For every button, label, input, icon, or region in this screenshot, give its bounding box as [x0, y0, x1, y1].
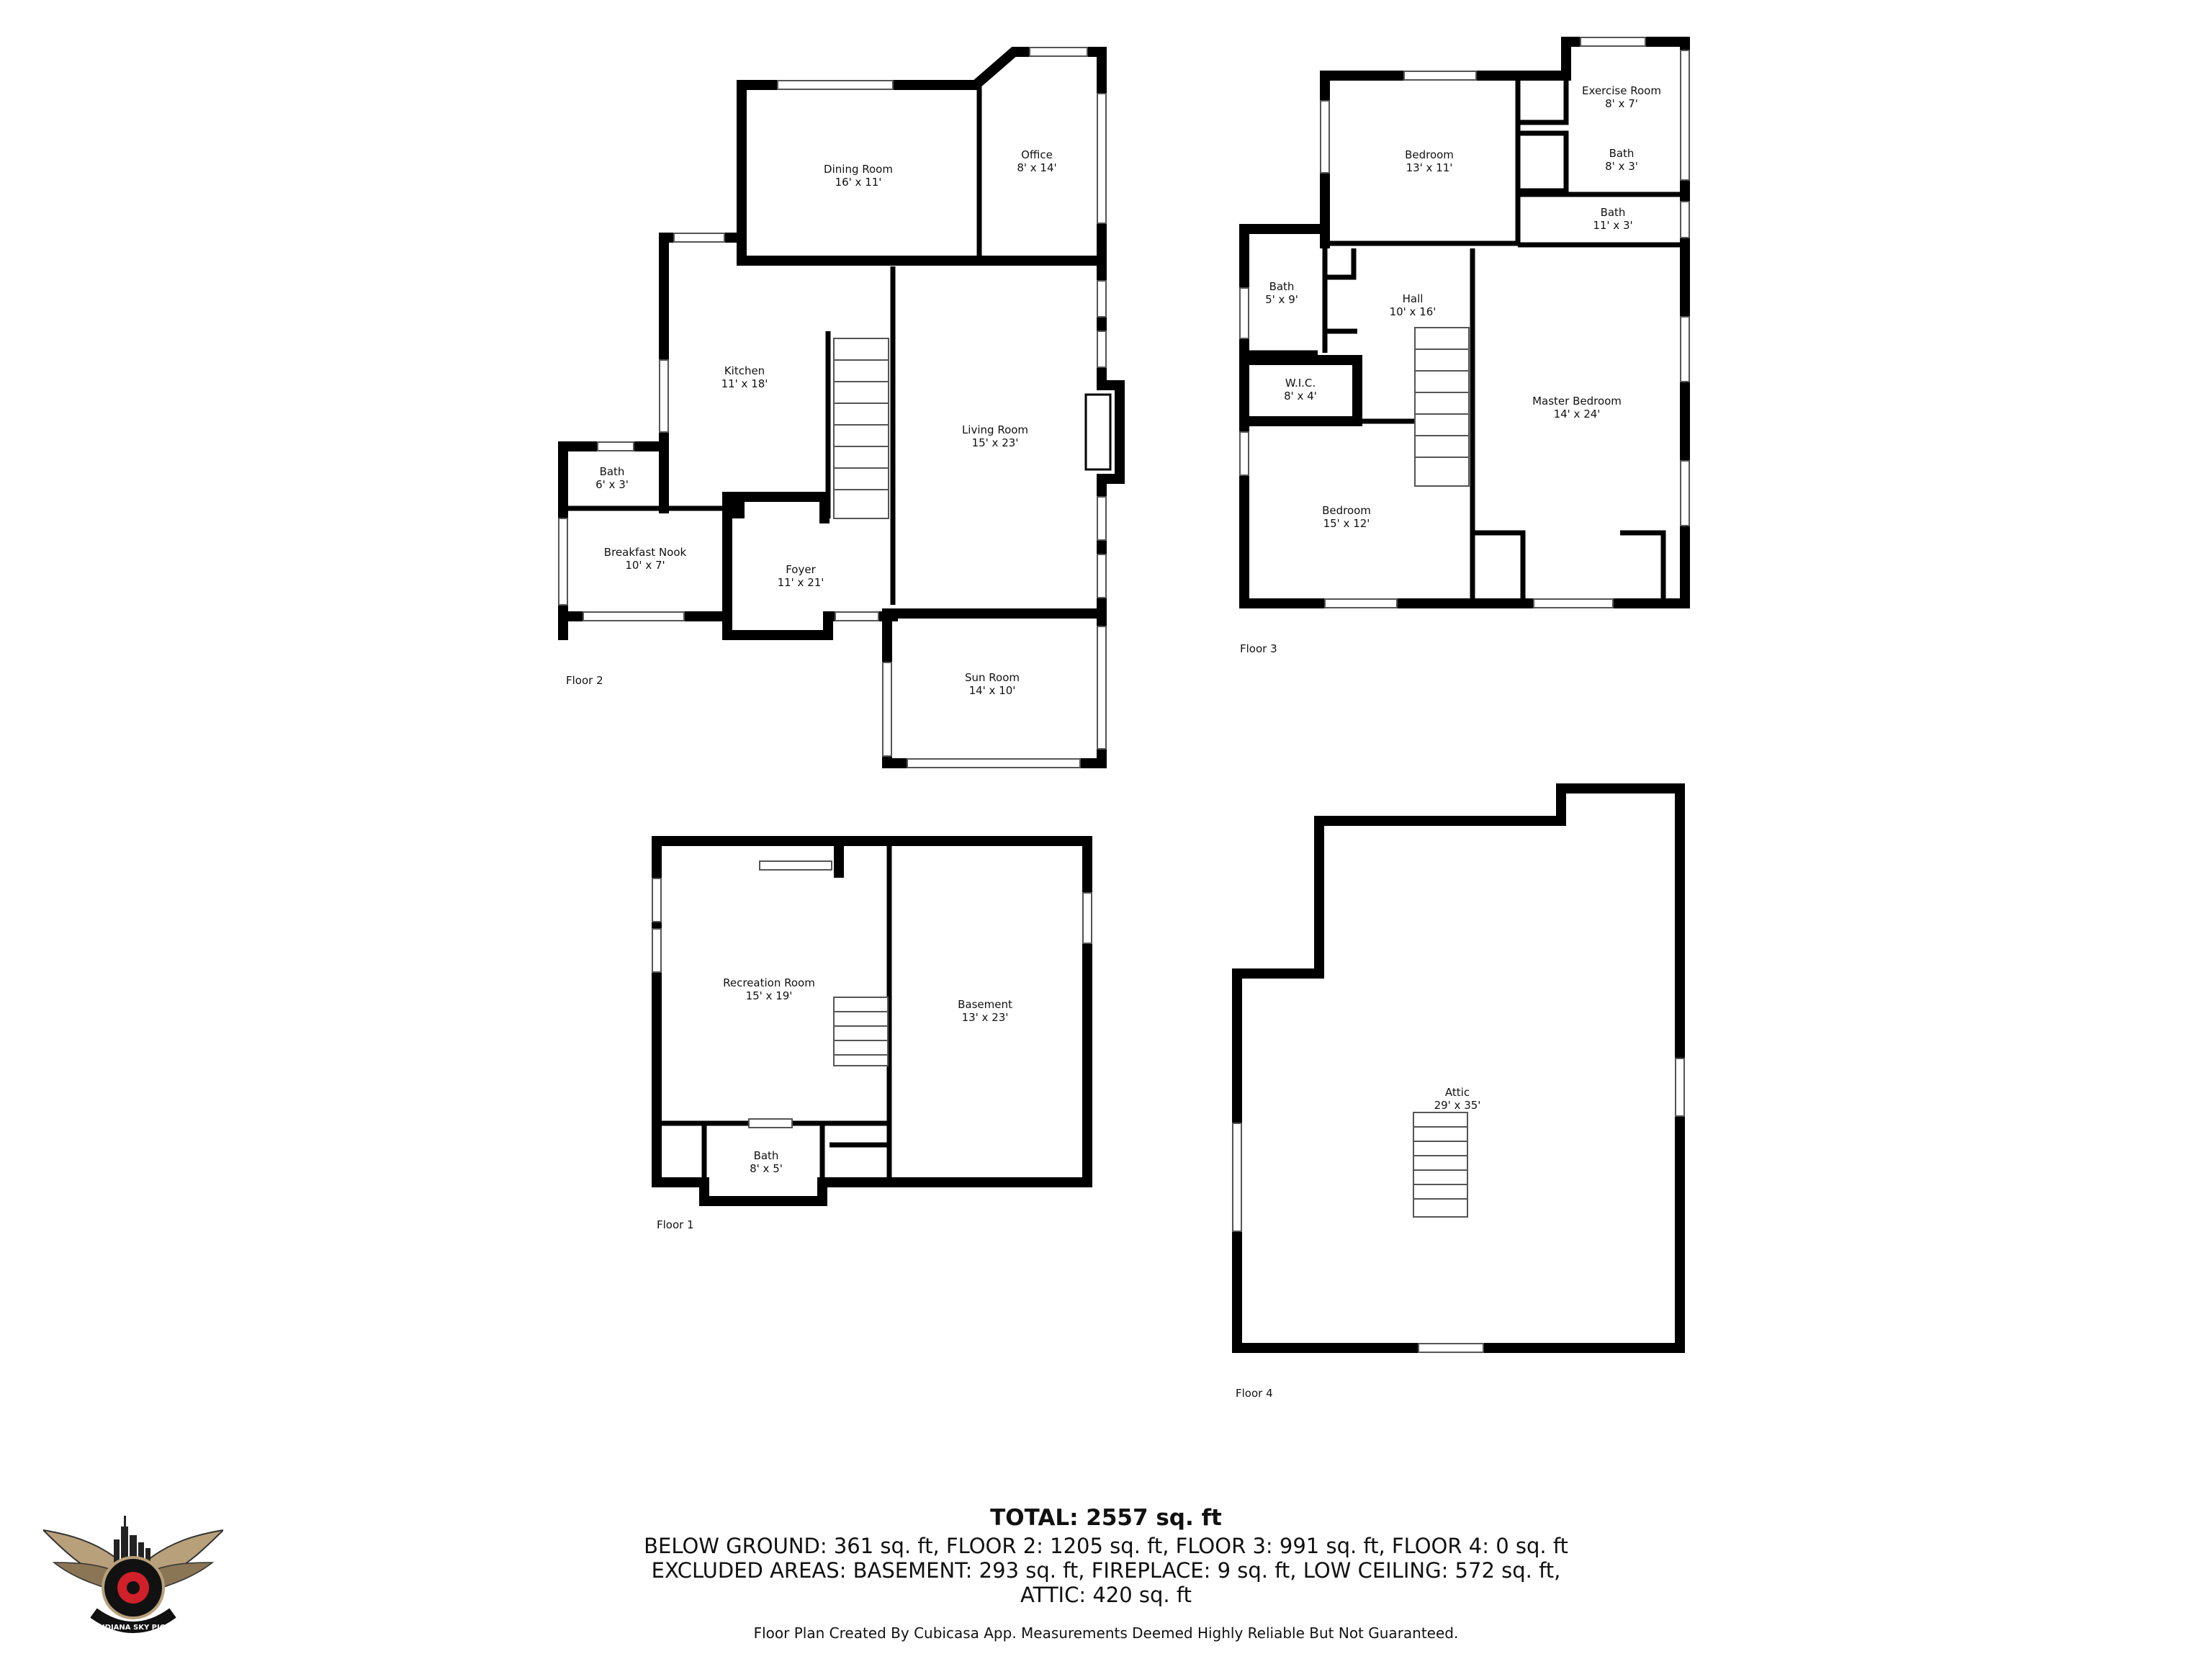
- room-label-foyer: Foyer: [786, 563, 816, 576]
- room-dim-office: 8' x 14': [1017, 161, 1056, 174]
- room-dim-basement: 13' x 23': [962, 1011, 1009, 1024]
- room-label-wic: W.I.C.: [1285, 377, 1316, 390]
- room-label-sun-room: Sun Room: [965, 671, 1020, 684]
- room-label-bath-floor-1: Bath: [754, 1149, 779, 1162]
- room-label-recreation-room: Recreation Room: [723, 976, 815, 989]
- room-dim-bedroom-north: 13' x 11': [1406, 161, 1453, 174]
- room-dim-master-bedroom: 14' x 24': [1554, 408, 1601, 421]
- room-label-office: Office: [1021, 148, 1053, 161]
- room-dim-bedroom-south: 15' x 12': [1323, 517, 1370, 530]
- room-label-attic: Attic: [1445, 1086, 1470, 1099]
- room-dim-foyer: 11' x 21': [778, 576, 824, 589]
- floor-label-1: Floor 1: [657, 1218, 694, 1231]
- room-label-bath-hall: Bath: [1601, 206, 1626, 219]
- room-label-bath-upper: Bath: [1609, 147, 1635, 160]
- room-label-hall: Hall: [1403, 292, 1424, 305]
- room-dim-bath-upper: 8' x 3': [1605, 160, 1638, 173]
- svg-text:INDIANA SKY PICS: INDIANA SKY PICS: [96, 1624, 171, 1632]
- floor-1-plan: [652, 836, 1092, 1206]
- room-dim-living-room: 15' x 23': [972, 436, 1019, 449]
- area-breakdown-line-2: EXCLUDED AREAS: BASEMENT: 293 sq. ft, FI…: [651, 1558, 1561, 1583]
- room-dim-breakfast-nook: 10' x 7': [625, 559, 665, 572]
- floor-2-plan: [558, 47, 1125, 768]
- indiana-sky-pics-logo: INDIANA SKY PICS: [43, 1516, 223, 1633]
- floor-label-2: Floor 2: [566, 674, 603, 687]
- room-dim-hall: 10' x 16': [1390, 305, 1437, 318]
- room-dim-bath-hall: 11' x 3': [1593, 219, 1632, 232]
- room-label-master-bedroom: Master Bedroom: [1532, 395, 1622, 408]
- room-label-bedroom-north: Bedroom: [1405, 148, 1454, 161]
- room-dim-attic: 29' x 35': [1434, 1099, 1481, 1112]
- total-area: TOTAL: 2557 sq. ft: [990, 1505, 1222, 1531]
- room-label-bath-floor-2: Bath: [600, 465, 625, 478]
- area-breakdown-line-1: BELOW GROUND: 361 sq. ft, FLOOR 2: 1205 …: [644, 1534, 1568, 1558]
- floor-label-4: Floor 4: [1236, 1387, 1273, 1400]
- disclaimer: Floor Plan Created By Cubicasa App. Meas…: [753, 1624, 1459, 1642]
- room-label-bedroom-south: Bedroom: [1322, 504, 1371, 517]
- room-dim-recreation-room: 15' x 19': [746, 989, 793, 1002]
- room-dim-kitchen: 11' x 18': [721, 377, 768, 390]
- floor-4-plan: [1232, 783, 1685, 1353]
- floor-3-plan: [1239, 37, 1690, 608]
- room-label-basement: Basement: [958, 998, 1012, 1011]
- room-label-living-room: Living Room: [962, 423, 1028, 436]
- room-dim-dining-room: 16' x 11': [835, 176, 882, 189]
- room-label-exercise-room: Exercise Room: [1582, 84, 1661, 97]
- room-label-kitchen: Kitchen: [724, 364, 765, 377]
- room-dim-bath-floor-1: 8' x 5': [750, 1162, 783, 1175]
- room-dim-sun-room: 14' x 10': [969, 684, 1016, 697]
- room-dim-wic: 8' x 4': [1284, 390, 1317, 403]
- room-label-breakfast-nook: Breakfast Nook: [604, 546, 687, 559]
- room-label-bath-west: Bath: [1269, 280, 1295, 293]
- floor-label-3: Floor 3: [1240, 642, 1277, 655]
- room-dim-exercise-room: 8' x 7': [1605, 97, 1638, 110]
- room-dim-bath-west: 5' x 9': [1265, 293, 1298, 306]
- room-dim-bath-floor-2: 6' x 3': [595, 478, 629, 491]
- room-label-dining-room: Dining Room: [824, 163, 893, 176]
- area-breakdown-line-3: ATTIC: 420 sq. ft: [1020, 1583, 1192, 1607]
